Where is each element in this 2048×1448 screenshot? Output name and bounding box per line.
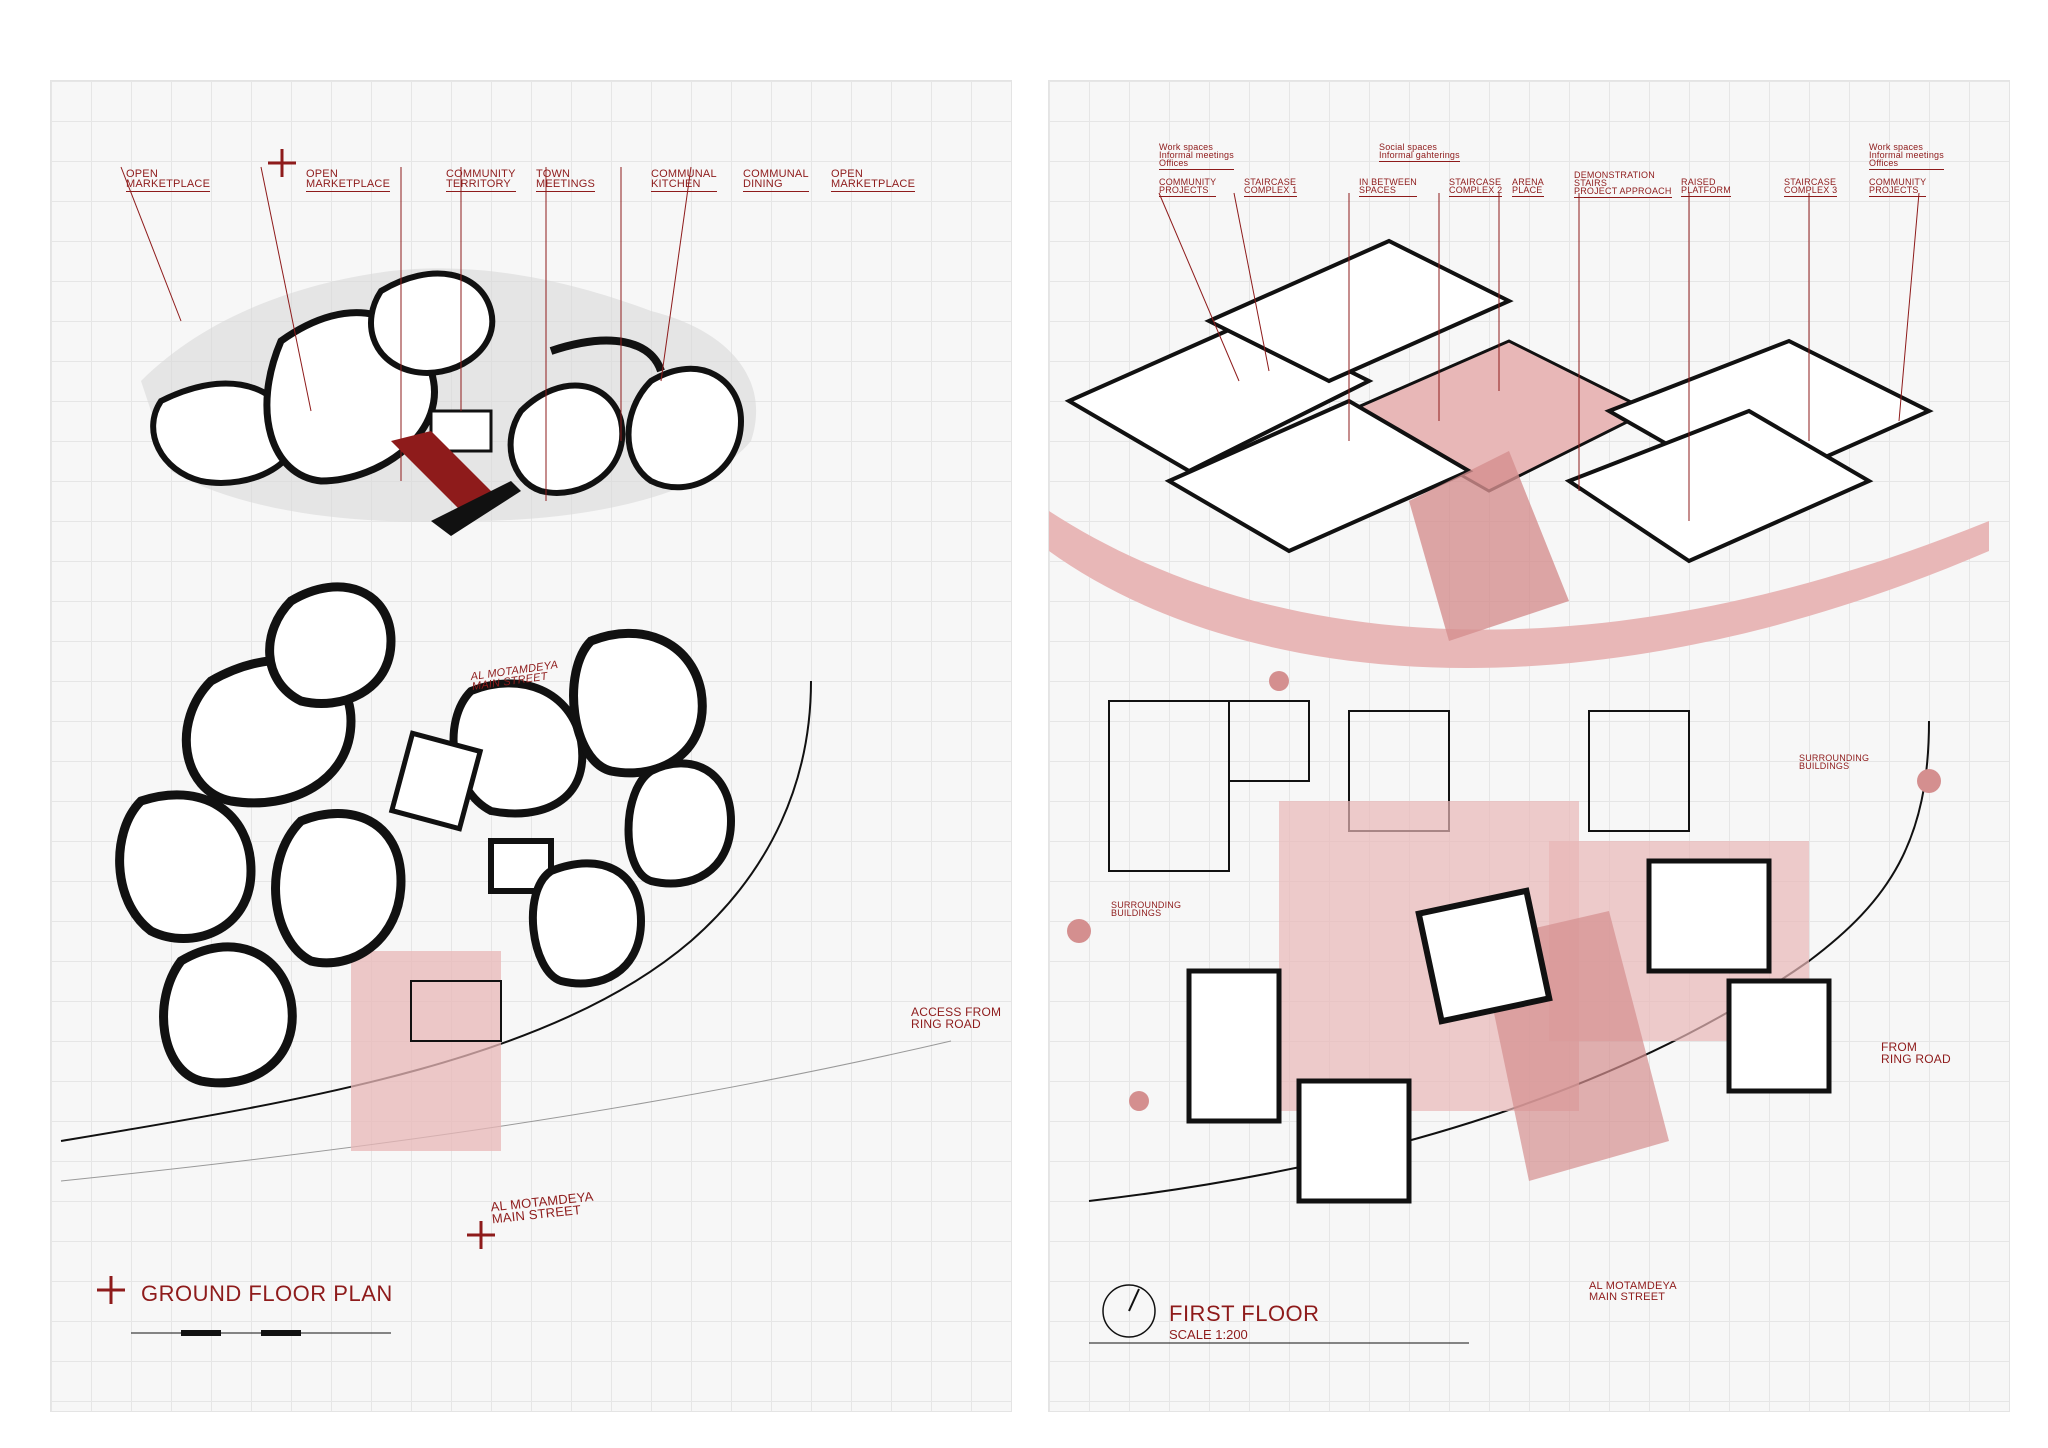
label-staircase-complex-2: STAIRCASE COMPLEX 2 <box>1449 177 1503 197</box>
ground-floor-drawing <box>60 149 952 1336</box>
label-open-marketplace-3: OPEN MARKETPLACE <box>831 168 916 192</box>
label-access-ring-road: ACCESS FROM RING ROAD <box>911 1005 1002 1031</box>
label-communal-kitchen: COMMUNAL KITCHEN <box>651 168 717 192</box>
ground-scale-bar <box>131 1330 391 1336</box>
label-surrounding-buildings-left: SURROUNDING BUILDINGS <box>1111 900 1182 918</box>
label-community-projects-2: COMMUNITY PROJECTS <box>1869 177 1927 197</box>
label-from-ring-road: FROM RING ROAD <box>1881 1040 1951 1066</box>
label-community-territory: COMMUNITY TERRITORY <box>446 168 516 192</box>
label-in-between-spaces: IN BETWEEN SPACES <box>1359 177 1418 197</box>
first-floor-drawing <box>1049 192 1989 1344</box>
background-grid <box>1049 81 2009 1411</box>
label-raised-platform: RAISED PLATFORM <box>1681 177 1731 197</box>
label-town-meetings: TOWN MEETINGS <box>536 168 596 192</box>
note-work-spaces-left: Work spaces Informal meetings Offices <box>1159 142 1234 170</box>
label-surrounding-buildings-right: SURROUNDING BUILDINGS <box>1799 753 1870 771</box>
label-arena-place: ARENA PLACE <box>1512 177 1545 197</box>
note-social-spaces: Social spaces Informal gahterings <box>1379 142 1460 162</box>
label-community-projects-1: COMMUNITY PROJECTS <box>1159 177 1217 197</box>
ground-floor-title: GROUND FLOOR PLAN <box>141 1281 393 1306</box>
label-staircase-complex-1: STAIRCASE COMPLEX 1 <box>1244 177 1298 197</box>
ground-plan-drawing <box>60 582 952 1182</box>
label-demonstration-stairs: DEMONSTRATION STAIRS PROJECT APPROACH <box>1574 170 1672 198</box>
label-main-street: AL MOTAMDEYA MAIN STREET <box>1589 1280 1677 1303</box>
label-communal-dining: COMMUNAL DINING <box>743 168 809 192</box>
note-work-spaces-right: Work spaces Informal meetings Offices <box>1869 142 1944 170</box>
ground-floor-sheet: OPEN MARKETPLACE OPEN MARKETPLACE COMMUN… <box>50 80 1012 1412</box>
label-staircase-complex-3: STAIRCASE COMPLEX 3 <box>1784 177 1838 197</box>
first-leader-lines <box>1158 192 1920 521</box>
first-plan-drawing <box>1067 671 1941 1204</box>
isometric-first-model <box>1049 238 1989 668</box>
ground-leader-lines <box>120 166 692 501</box>
first-floor-sheet: Work spaces Informal meetings Offices So… <box>1048 80 2010 1412</box>
ground-plus-markers <box>97 149 495 1304</box>
label-open-marketplace-2: OPEN MARKETPLACE <box>306 168 391 192</box>
first-floor-scale: SCALE 1:200 <box>1169 1327 1248 1342</box>
first-floor-title: FIRST FLOOR <box>1169 1301 1320 1326</box>
label-open-marketplace-1: OPEN MARKETPLACE <box>126 168 211 192</box>
north-arrow <box>1102 1284 1156 1338</box>
isometric-ground-model <box>141 268 757 536</box>
